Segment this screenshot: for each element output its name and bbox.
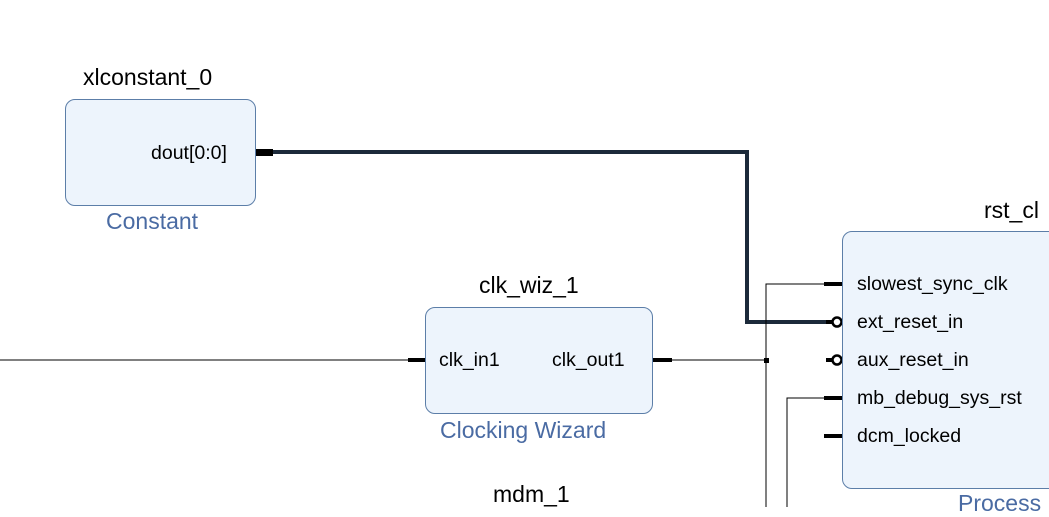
port-stub-clk-out1[interactable] [653, 358, 672, 362]
rst-port-ext-reset-in-label: ext_reset_in [857, 311, 964, 333]
rst-port-slowest-sync-clk-label: slowest_sync_clk [857, 273, 1008, 295]
port-stub-slowest-sync-clk[interactable] [824, 282, 842, 286]
wire-mb-debug-sys-rst[interactable] [786, 397, 824, 507]
rst-type-label: Process [958, 490, 1042, 516]
port-stub-dcm-locked[interactable] [824, 434, 842, 438]
constant-port-dout-label: dout[0:0] [151, 142, 227, 164]
clk-wiz-type-label: Clocking Wizard [440, 417, 607, 443]
constant-instance-name: xlconstant_0 [83, 64, 213, 90]
wire-dout-to-ext-reset[interactable] [272, 150, 828, 324]
wire-clk-to-slowest-sync-clk[interactable] [765, 283, 824, 507]
port-invert-ext-reset-in [831, 316, 843, 328]
rst-instance-name: rst_cl [984, 197, 1039, 223]
port-stub-mb-debug-sys-rst[interactable] [824, 396, 842, 400]
port-stub-clk-in1[interactable] [408, 358, 425, 362]
rst-port-dcm-locked-label: dcm_locked [857, 425, 962, 447]
clk-wiz-port-clk-out1-label: clk_out1 [552, 349, 625, 371]
rst-port-mb-debug-sys-rst-label: mb_debug_sys_rst [857, 387, 1022, 409]
rst-block[interactable] [842, 231, 1049, 489]
wire-junction [764, 358, 769, 363]
port-stub-dout[interactable] [256, 149, 273, 156]
rst-port-aux-reset-in-label: aux_reset_in [857, 349, 969, 371]
clk-wiz-block[interactable] [425, 307, 653, 414]
port-invert-aux-reset-in [831, 354, 843, 366]
mdm-instance-name: mdm_1 [493, 481, 570, 507]
clk-wiz-instance-name: clk_wiz_1 [479, 272, 579, 298]
constant-block[interactable] [65, 99, 256, 206]
constant-type-label: Constant [106, 208, 199, 234]
clk-wiz-port-clk-in1-label: clk_in1 [439, 349, 500, 371]
